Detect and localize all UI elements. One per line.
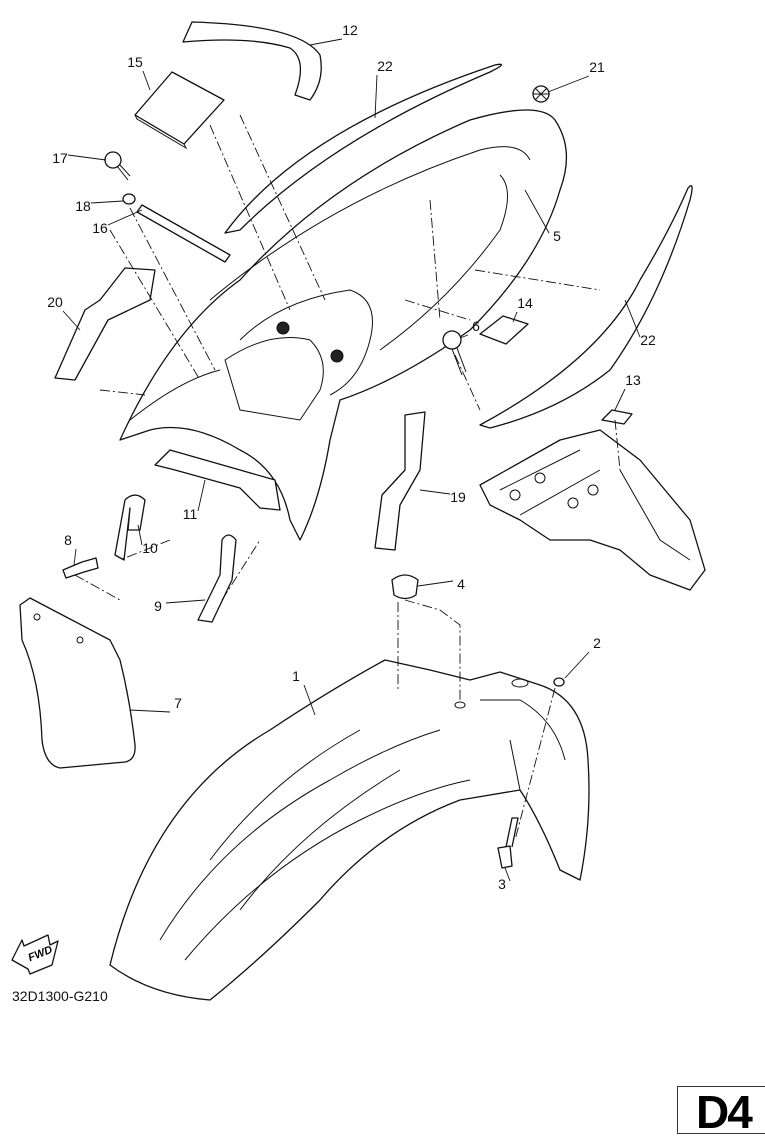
- callout-9: 9: [154, 598, 162, 614]
- callout-16: 16: [92, 220, 108, 236]
- tail-light-bracket: [479, 429, 706, 591]
- callout-leader-line: [73, 548, 77, 566]
- part-7-fork-guard: [19, 597, 136, 769]
- callout-11: 11: [183, 506, 198, 522]
- callout-leader-line: [524, 189, 550, 234]
- part-8-bolt: [62, 557, 99, 579]
- callout-8: 8: [64, 532, 72, 548]
- part-6-bolt: [442, 330, 462, 350]
- callout-leader-line: [165, 599, 206, 604]
- part-4-grommet: [391, 574, 419, 600]
- part-2-nut: [553, 677, 565, 687]
- callout-leader-line: [459, 334, 469, 339]
- part-17-screw: [104, 151, 122, 169]
- part-16-band: [136, 204, 231, 263]
- callout-2: 2: [593, 635, 601, 651]
- callout-leader-line: [419, 489, 451, 495]
- callout-4: 4: [457, 576, 465, 592]
- callout-leader-line: [564, 651, 590, 679]
- callout-12: 12: [342, 22, 358, 38]
- callout-leader-line: [107, 209, 143, 226]
- part-5-rear-fender: [119, 109, 568, 541]
- part-19-seal: [374, 411, 426, 551]
- callout-leader-line: [62, 310, 81, 331]
- part-13-pad: [601, 409, 633, 425]
- callout-leader-line: [90, 200, 124, 204]
- part-9-clip: [197, 534, 237, 623]
- callout-leader-line: [547, 75, 590, 93]
- callout-leader-line: [142, 70, 151, 91]
- callout-leader-line: [512, 311, 518, 323]
- callout-leader-line: [614, 388, 626, 411]
- figure-code: 32D1300-G210: [12, 988, 108, 1004]
- page-label: D4: [696, 1086, 753, 1138]
- callout-3: 3: [498, 876, 506, 892]
- callout-21: 21: [589, 59, 605, 75]
- callout-18: 18: [75, 198, 91, 214]
- part-15-pad: [134, 71, 225, 145]
- callout-leader-line: [624, 299, 641, 338]
- callout-leader-line: [374, 74, 378, 119]
- callout-5: 5: [553, 228, 561, 244]
- callout-leader-line: [303, 684, 316, 716]
- callout-10: 10: [142, 540, 158, 556]
- part-18-collar: [122, 193, 136, 205]
- part-10-clip: [114, 494, 146, 561]
- part-20-seal: [54, 267, 156, 381]
- part-22-upper-graphic: [224, 63, 502, 234]
- part-14-pad: [479, 315, 529, 345]
- part-11-bracket: [154, 449, 281, 511]
- part-3-bolt: [497, 817, 519, 869]
- callout-leader-line: [197, 479, 206, 512]
- callout-19: 19: [450, 489, 466, 505]
- callout-leader-line: [309, 38, 343, 46]
- page-index-box: D4: [677, 1086, 765, 1138]
- callout-leader-line: [504, 867, 511, 882]
- fwd-arrow-icon: FWD: [11, 934, 59, 975]
- callout-22: 22: [377, 58, 393, 74]
- part-12-strap: [182, 21, 322, 101]
- callout-leader-line: [137, 524, 143, 546]
- callout-15: 15: [127, 54, 143, 70]
- part-22-side-graphic: [479, 185, 693, 429]
- part-1-front-fender: [109, 659, 590, 1001]
- callout-13: 13: [625, 372, 641, 388]
- callout-20: 20: [47, 294, 63, 310]
- callout-leader-line: [129, 709, 171, 713]
- callout-7: 7: [174, 695, 182, 711]
- callout-leader-line: [417, 580, 454, 587]
- callout-leader-line: [67, 154, 107, 161]
- callout-14: 14: [517, 295, 533, 311]
- callout-22: 22: [640, 332, 656, 348]
- callout-6: 6: [472, 318, 480, 334]
- callout-17: 17: [52, 150, 68, 166]
- callout-1: 1: [292, 668, 300, 684]
